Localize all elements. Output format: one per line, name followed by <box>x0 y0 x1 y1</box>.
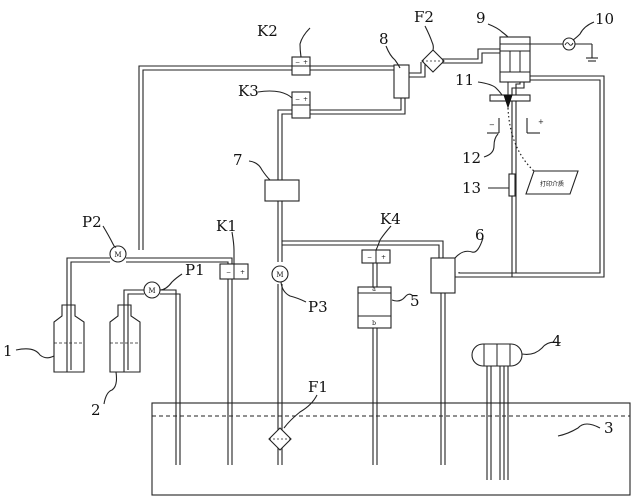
power-source-10 <box>562 37 576 51</box>
label-unit-5: 5 <box>410 292 420 310</box>
label-valve-k1: K1 <box>216 217 237 235</box>
bottle-2 <box>109 304 141 373</box>
valve-k3: − + <box>291 91 311 119</box>
label-pump-p3: P3 <box>308 298 328 316</box>
print-medium: 打印介质 <box>525 170 579 195</box>
label-pump-p2: P2 <box>82 213 102 231</box>
label-bottle-2: 2 <box>91 401 101 419</box>
valve-k4: − + <box>361 249 391 264</box>
svg-text:+: + <box>240 269 245 276</box>
valve-k1: − + <box>219 263 249 280</box>
labels: 1 2 3 4 5 6 7 8 9 10 11 12 13 P1 P2 P3 K… <box>3 8 614 437</box>
label-plate-12: 12 <box>462 149 481 167</box>
pipe-network <box>66 43 605 465</box>
svg-text:+: + <box>538 118 544 126</box>
svg-text:−: − <box>295 59 300 66</box>
pump-p2: M <box>109 245 127 263</box>
valve-k2: − + <box>291 56 311 76</box>
svg-text:b: b <box>372 320 376 327</box>
sensor-13 <box>508 173 516 197</box>
svg-text:−: − <box>295 96 300 103</box>
bottle-1 <box>53 304 85 373</box>
label-unit-8: 8 <box>379 30 389 48</box>
label-filter-f1: F1 <box>308 378 328 396</box>
unit-8 <box>393 64 410 99</box>
label-sensor-13: 13 <box>462 179 481 197</box>
svg-text:M: M <box>148 287 155 295</box>
label-pump-p1: P1 <box>185 261 205 279</box>
unit-5: a b <box>357 286 392 329</box>
unit-7 <box>264 179 300 202</box>
svg-text:−: − <box>489 121 495 129</box>
unit-9 <box>499 36 531 83</box>
label-nozzle-11: 11 <box>455 71 474 89</box>
svg-text:+: + <box>303 96 308 103</box>
svg-text:−: − <box>367 254 372 261</box>
lamp-4 <box>471 343 523 480</box>
filter-f2 <box>421 49 445 73</box>
label-unit-7: 7 <box>233 151 243 169</box>
svg-text:+: + <box>303 59 308 66</box>
pump-p1: M <box>143 281 161 299</box>
label-source-10: 10 <box>595 10 614 28</box>
electrode-plate-12: − + <box>487 118 544 134</box>
label-filter-f2: F2 <box>414 8 434 26</box>
svg-text:打印介质: 打印介质 <box>540 180 564 188</box>
pump-p3: M <box>271 265 289 283</box>
unit-6 <box>430 257 456 294</box>
label-valve-k2: K2 <box>257 22 278 40</box>
label-lamp-4: 4 <box>552 332 562 350</box>
label-valve-k3: K3 <box>238 82 259 100</box>
label-tank-3: 3 <box>604 419 614 437</box>
nozzle-11 <box>489 82 531 109</box>
svg-text:a: a <box>372 286 376 293</box>
svg-text:M: M <box>276 271 283 279</box>
svg-text:+: + <box>381 254 386 261</box>
filter-f1 <box>268 427 292 451</box>
svg-text:−: − <box>226 269 231 276</box>
label-bottle-1: 1 <box>3 342 13 360</box>
label-valve-k4: K4 <box>380 210 401 228</box>
leader-lines <box>15 21 601 437</box>
label-unit-6: 6 <box>475 226 485 244</box>
tank <box>151 402 631 496</box>
svg-text:M: M <box>114 251 121 259</box>
label-unit-9: 9 <box>476 9 486 27</box>
